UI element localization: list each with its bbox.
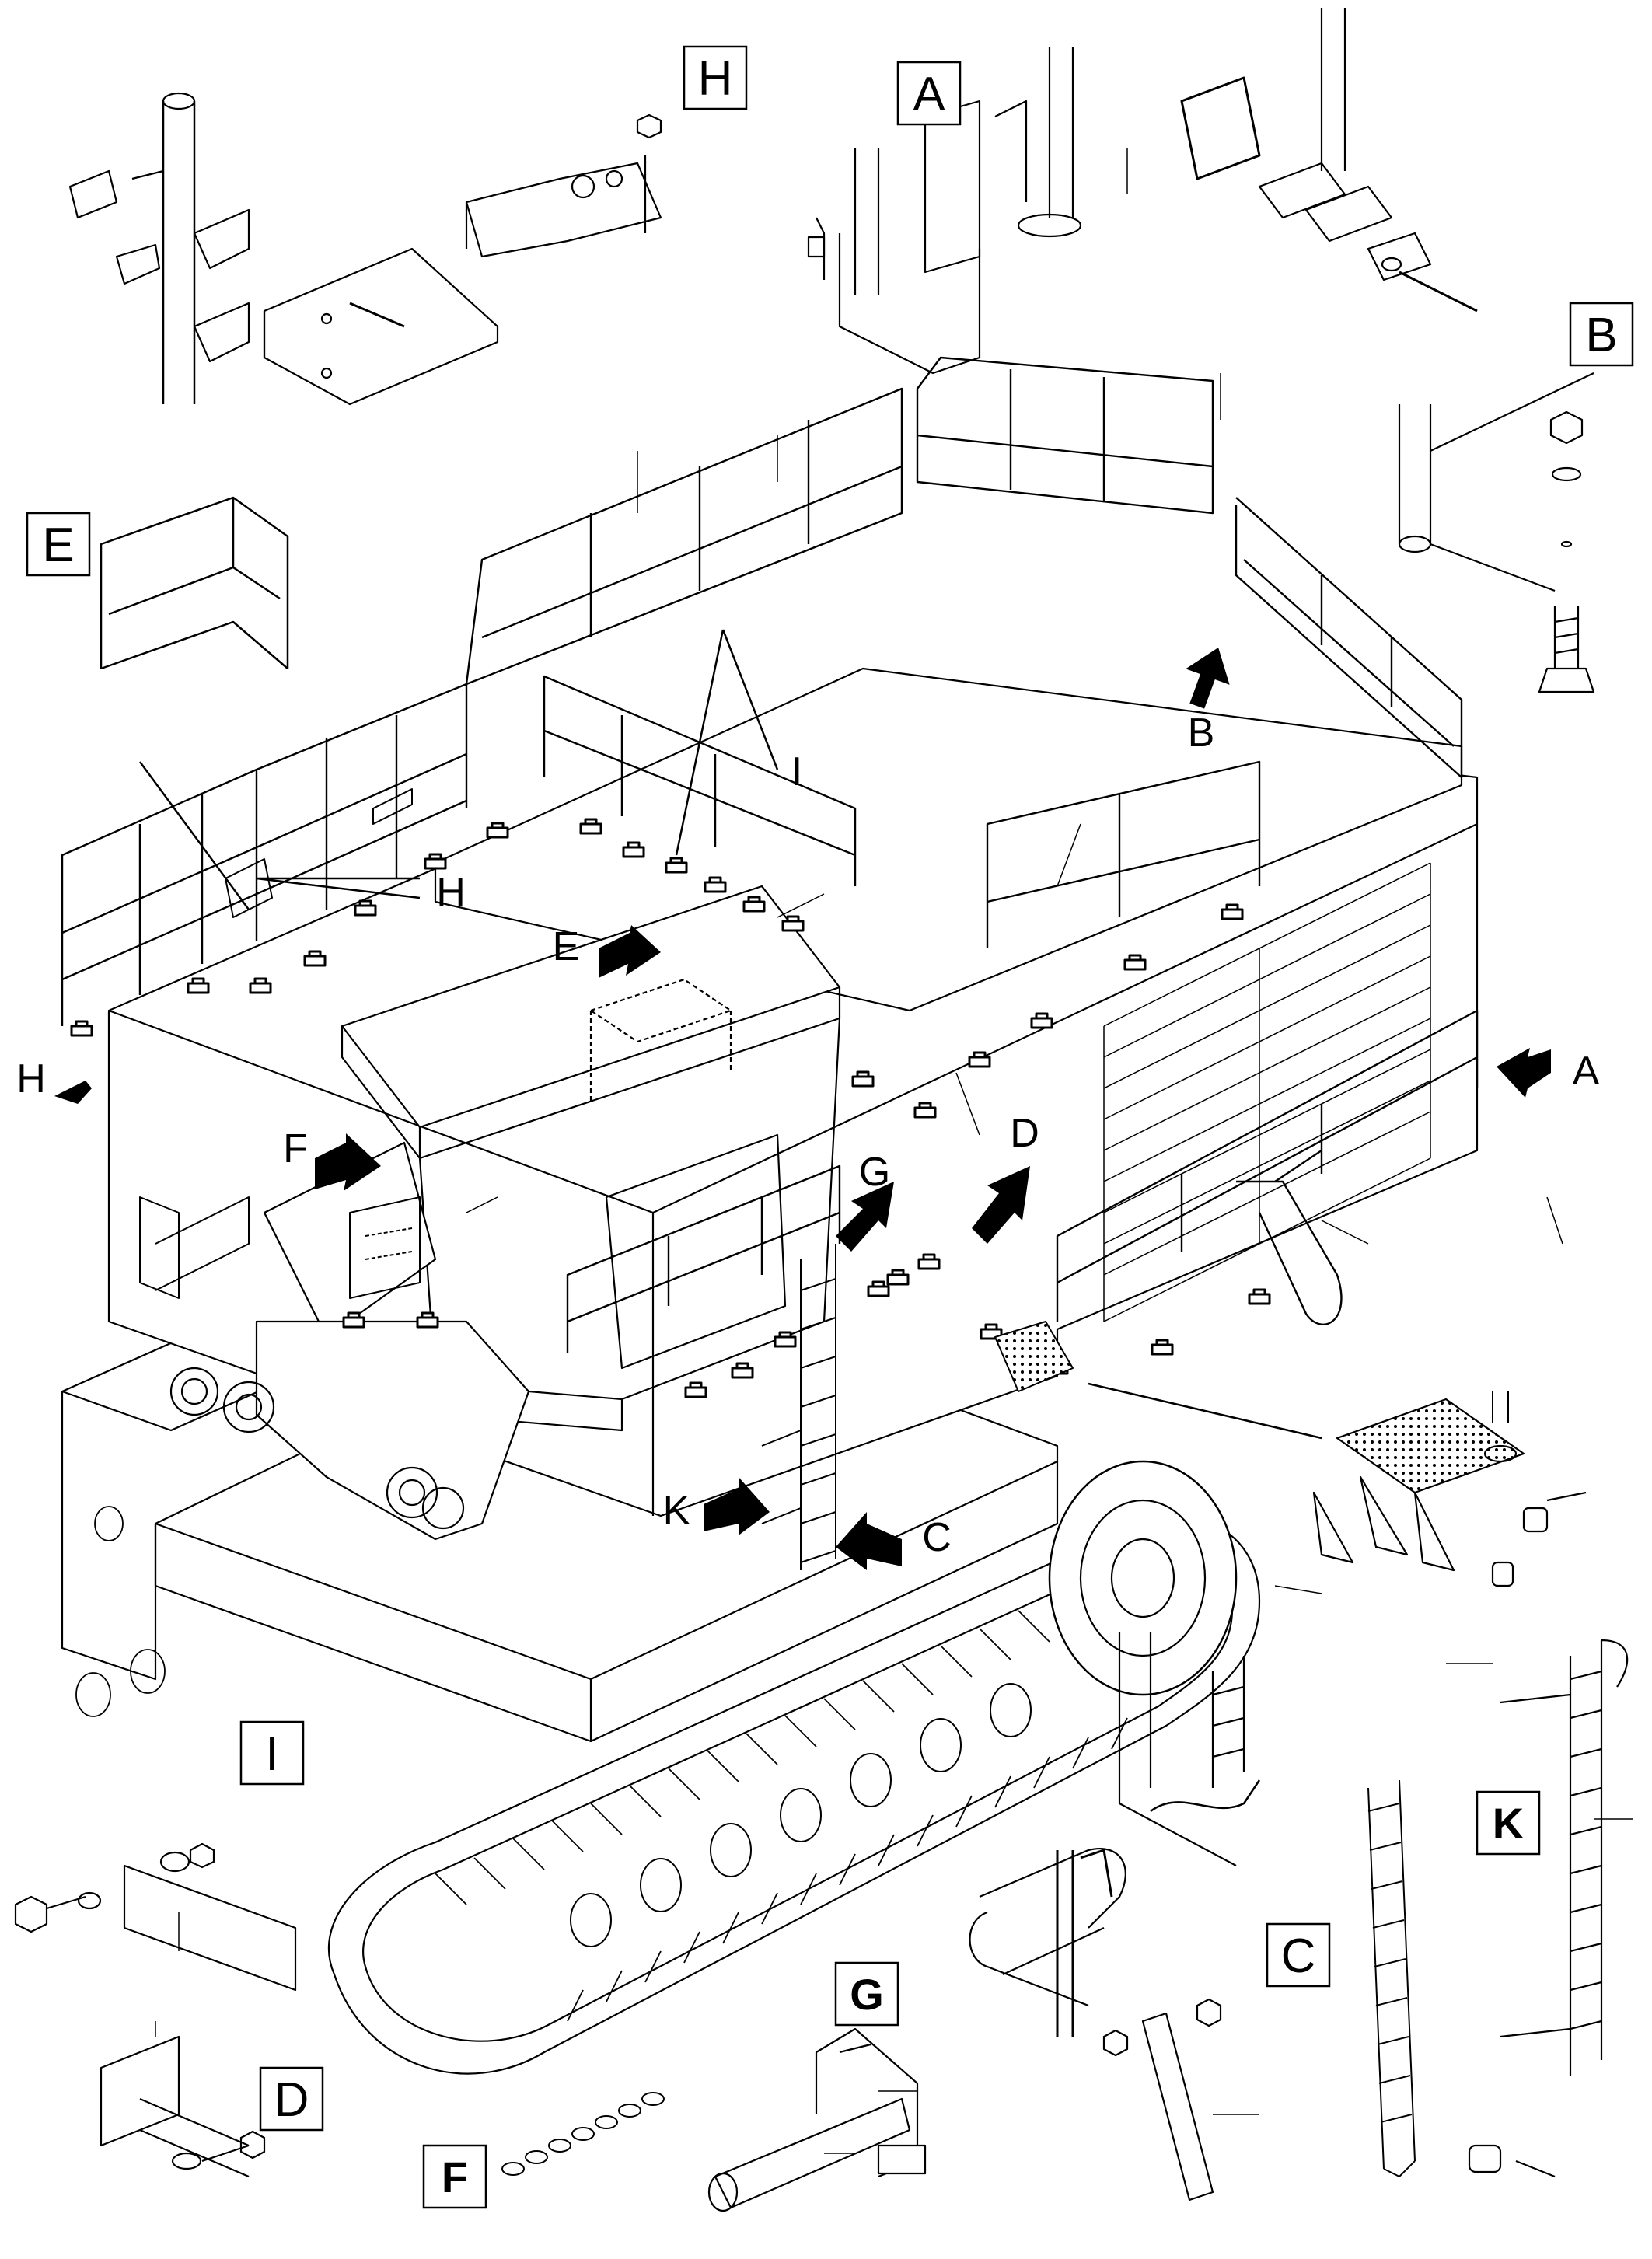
arrow-d [972,1166,1030,1244]
arrow-e [599,925,661,978]
detail-g [709,2029,925,2211]
callout-i: I [791,749,802,794]
detail-label-k: K [1477,1792,1539,1854]
detail-a [809,47,1081,373]
callout-c: C [922,1515,952,1560]
callout-b: B [1188,711,1215,756]
callout-f: F [283,1126,308,1171]
detail-label-d: D [260,2068,323,2130]
detail-h [70,93,661,404]
detail-i [16,1844,295,1990]
detail-label-e: E [27,513,89,575]
arrow-c [836,1512,902,1570]
step-plate [995,1322,1073,1391]
svg-text:H: H [698,52,733,106]
detail-label-g: G [836,1963,898,2025]
detail-e [101,498,288,669]
callout-d: D [1010,1111,1039,1156]
detail-b [1399,373,1594,692]
detail-label-a: A [898,62,960,124]
detail-f-chain [502,2093,664,2175]
svg-text:D: D [274,2073,309,2127]
detail-rope-ladder [1368,1780,1415,2177]
arrow-g [836,1182,894,1252]
detail-label-h: H [684,47,746,109]
detail-labels: H A B E I K C D [27,47,1633,2208]
detail-k [1469,1640,1627,2177]
left-rail-bracket [140,1197,249,1298]
arrow-h [54,1081,92,1104]
arrows [54,648,1551,1570]
main-machine [62,358,1477,2074]
handrails [62,358,1477,1353]
detail-label-c: C [1267,1924,1329,1986]
callout-h-left: H [16,1056,46,1102]
svg-text:I: I [265,1727,278,1781]
pointer-lines [140,630,1322,1438]
svg-text:E: E [42,518,74,572]
arrow-k [704,1477,770,1535]
callout-labels: I B H H E A F G D K C [16,711,1599,1560]
detail-label-f: F [424,2146,486,2208]
detail-c [970,1632,1260,2200]
callout-k: K [663,1488,690,1533]
arrow-f [315,1133,381,1191]
detail-clamp-top-right [1182,8,1477,311]
arrow-b [1186,648,1230,709]
leader-lines [155,148,1633,2153]
svg-text:F: F [442,2153,468,2201]
svg-text:C: C [1281,1929,1316,1983]
svg-text:K: K [1493,1799,1524,1848]
upper-structure [109,669,1477,1539]
svg-text:B: B [1585,309,1617,362]
arrow-a [1497,1048,1551,1098]
svg-text:G: G [850,1970,884,2019]
boom-chain-gate [350,1197,420,1298]
svg-text:A: A [913,68,945,121]
detail-label-i: I [241,1722,303,1784]
detail-step-plate [1314,1391,1586,1586]
detail-views [16,8,1633,2211]
main-ladder [762,1244,836,1570]
callout-a: A [1573,1049,1600,1094]
callout-g: G [859,1150,890,1195]
callout-h-right: H [436,870,466,915]
detail-label-b: B [1570,303,1633,365]
detail-d [101,2037,264,2177]
callout-e: E [553,924,580,969]
right-crawler-track [329,1461,1259,2074]
